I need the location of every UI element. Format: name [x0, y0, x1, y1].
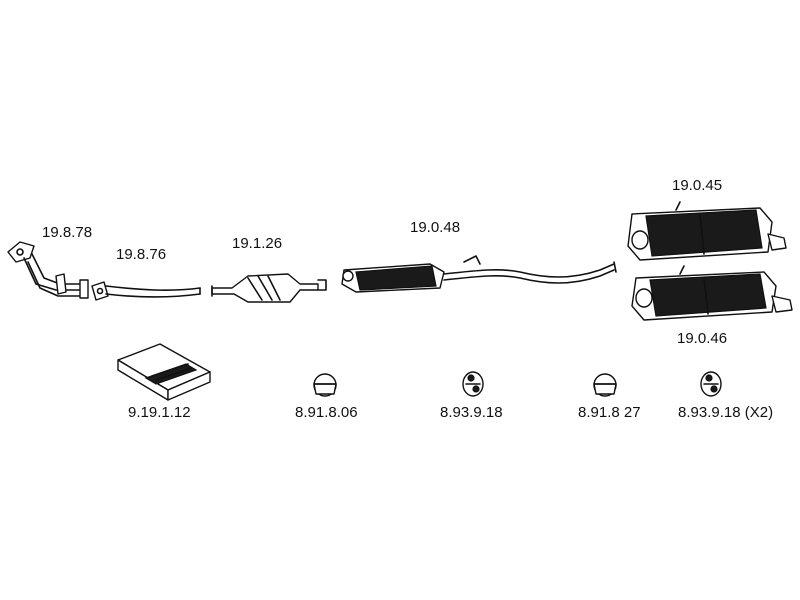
clamp-icon	[313, 373, 337, 397]
label-front-pipe: 19.8.78	[42, 224, 92, 241]
label-clamp-1: 8.91.8.06	[295, 404, 358, 421]
flex-pipe-drawing	[91, 281, 201, 301]
label-fitting-kit: 9.19.1.12	[128, 404, 191, 421]
rear-silencer-lower-drawing	[631, 265, 793, 321]
clamp-icon	[593, 373, 617, 397]
label-rubber-mount-2: 8.93.9.18 (X2)	[678, 404, 773, 421]
catalytic-converter-drawing	[211, 273, 327, 303]
label-catalytic-converter: 19.1.26	[232, 235, 282, 252]
fitting-kit-drawing	[117, 343, 211, 401]
label-rear-silencer-upper: 19.0.45	[672, 177, 722, 194]
label-center-silencer: 19.0.48	[410, 219, 460, 236]
rear-silencer-upper-drawing	[627, 201, 787, 261]
front-pipe-drawing	[7, 241, 89, 299]
center-silencer-drawing	[341, 255, 617, 293]
label-clamp-2: 8.91.8 27	[578, 404, 641, 421]
label-rubber-mount-1: 8.93.9.18	[440, 404, 503, 421]
label-flex-pipe: 19.8.76	[116, 246, 166, 263]
rubber-mount-icon	[462, 371, 484, 397]
rubber-mount-icon	[700, 371, 722, 397]
label-rear-silencer-lower: 19.0.46	[677, 330, 727, 347]
